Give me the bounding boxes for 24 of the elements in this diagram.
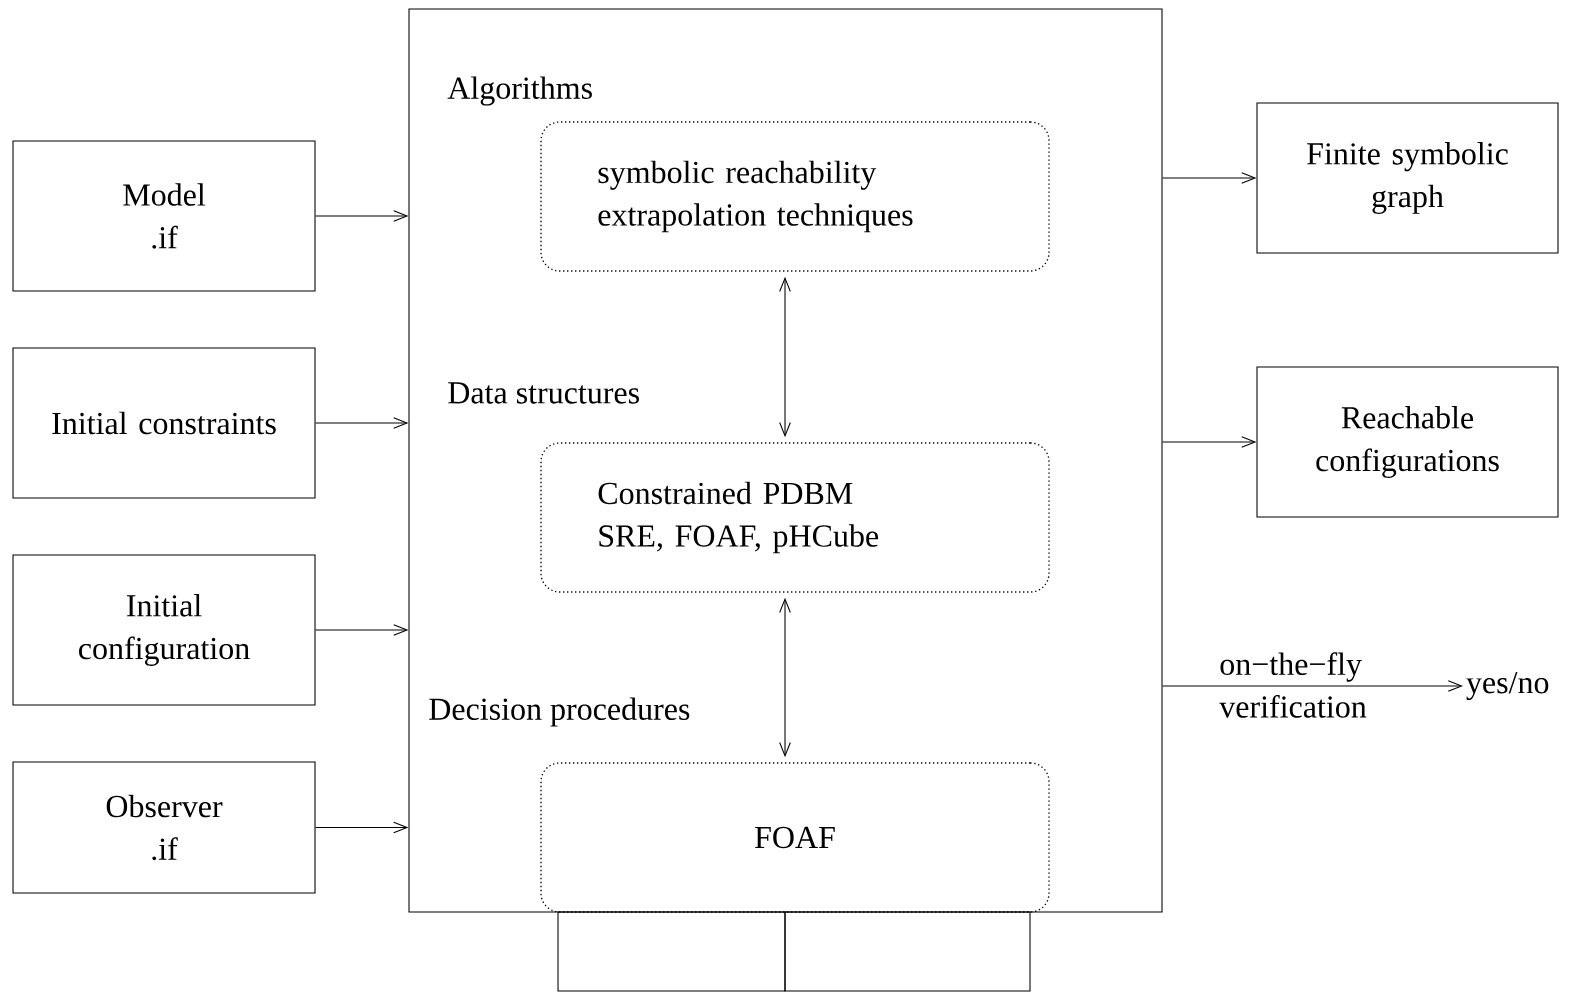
input-box: Initial configuration	[12, 554, 316, 706]
input-box: Observer .if	[12, 761, 316, 894]
tool-box	[408, 8, 1163, 913]
component-box: symbolic reachability extrapolation techniques	[540, 121, 1050, 272]
input-box: Model .if	[12, 140, 316, 292]
component-box: FOAF	[540, 762, 1050, 913]
arrow	[1162, 680, 1463, 692]
arrow	[1162, 172, 1257, 184]
arrow	[315, 417, 409, 429]
edge-label: on−the−fly verification	[1219, 652, 1367, 718]
result-text: yes/no	[1466, 672, 1549, 700]
output-box: Finite symbolic graph	[1256, 102, 1559, 254]
section-heading: Data structures	[448, 382, 639, 404]
section-heading: Decision procedures	[429, 697, 690, 727]
arrow	[315, 210, 409, 222]
arrow	[315, 624, 409, 636]
component-box: Constrained PDBM SRE, FOAF, pHCube	[540, 442, 1050, 593]
output-box: Reachable configurations	[1256, 366, 1559, 518]
library-box	[557, 911, 786, 992]
arrow	[1162, 436, 1257, 448]
section-heading: Algorithms	[447, 76, 592, 106]
arrow	[315, 821, 409, 834]
library-box	[784, 911, 1031, 992]
input-box: Initial constraints	[12, 347, 316, 499]
